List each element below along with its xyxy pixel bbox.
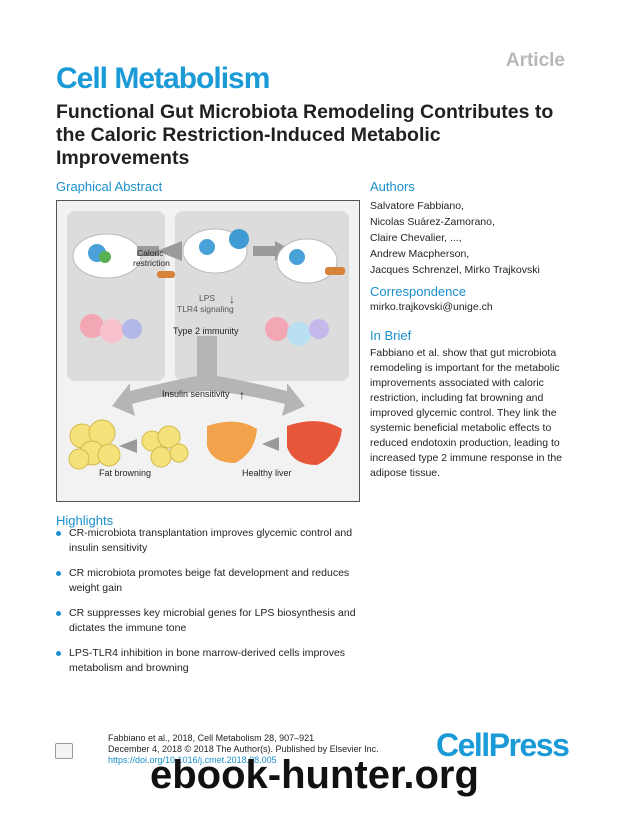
highlight-item: CR microbiota promotes beige fat develop…	[56, 566, 361, 596]
highlight-item: LPS-TLR4 inhibition in bone marrow-deriv…	[56, 646, 361, 676]
tissue-icon	[309, 319, 329, 339]
microbiota-icon	[289, 249, 305, 265]
healthy-liver-icon	[287, 421, 342, 465]
author-line: Claire Chevalier, ...,	[370, 232, 462, 244]
author-line: Salvatore Fabbiano,	[370, 200, 464, 212]
authors-heading: Authors	[370, 179, 415, 194]
bullet-icon	[56, 571, 61, 576]
tlr4-label: TLR4 signaling	[177, 304, 234, 314]
correspondence-heading: Correspondence	[370, 284, 467, 299]
arrow-icon	[262, 437, 279, 451]
bullet-icon	[56, 531, 61, 536]
highlight-item: CR suppresses key microbial genes for LP…	[56, 606, 361, 636]
author-line: Andrew Macpherson,	[370, 248, 470, 260]
journal-title: Cell Metabolism	[56, 62, 270, 95]
arrow-icon	[253, 246, 275, 256]
article-type-label: Article	[505, 50, 565, 71]
citation-date: December 4, 2018 © 2018 The Author(s). P…	[108, 744, 379, 754]
article-title: Functional Gut Microbiota Remodeling Con…	[56, 101, 554, 169]
type2-label: Type 2 immunity	[173, 326, 239, 336]
tissue-icon	[80, 314, 104, 338]
watermark-text: ebook-hunter.org	[150, 753, 479, 797]
arrow-icon	[137, 246, 159, 256]
caloric-label: Caloric	[137, 248, 164, 258]
graphical-abstract-figure: Caloric restriction LPS TLR4 signaling ↓…	[56, 200, 360, 502]
graphical-abstract-heading: Graphical Abstract	[56, 179, 163, 194]
bullet-icon	[56, 651, 61, 656]
branch-arrow-icon	[112, 336, 305, 416]
bullet-icon	[56, 611, 61, 616]
highlights-list: CR-microbiota transplantation improves g…	[56, 526, 361, 686]
up-arrow-icon: ↑	[239, 388, 245, 402]
mouse-icon	[276, 238, 338, 284]
arrow-icon	[119, 439, 137, 453]
highlights-heading: Highlights	[56, 513, 114, 528]
lps-label: LPS	[199, 293, 215, 303]
restriction-label: restriction	[133, 258, 170, 268]
microbiota-icon	[99, 251, 111, 263]
tissue-icon	[265, 317, 289, 341]
correspondence-email[interactable]: mirko.trajkovski@unige.ch	[370, 301, 493, 313]
microbiota-icon	[199, 239, 215, 255]
brown-fat-cells-icon	[141, 425, 189, 468]
citation-block: Fabbiano et al., 2018, Cell Metabolism 2…	[108, 733, 379, 766]
insulin-label: Insulin sensitivity	[162, 389, 230, 399]
crossmark-icon[interactable]	[55, 743, 73, 759]
microbiota-icon	[229, 229, 249, 249]
in-brief-text: Fabbiano et al. show that gut microbiota…	[370, 347, 563, 479]
healthy-liver-label: Healthy liver	[242, 468, 292, 478]
tissue-icon	[287, 322, 311, 346]
tissue-icon	[122, 319, 142, 339]
highlight-item: CR-microbiota transplantation improves g…	[56, 526, 361, 556]
authors-list: Salvatore Fabbiano, Nicolas Suárez-Zamor…	[370, 198, 590, 278]
tissue-icon	[100, 319, 124, 343]
food-icon	[325, 267, 345, 275]
liver-icon	[207, 421, 257, 463]
graphical-abstract-svg: Caloric restriction LPS TLR4 signaling ↓…	[67, 211, 349, 478]
cellpress-logo: CellPress	[436, 727, 570, 763]
fat-browning-label: Fat browning	[99, 468, 151, 478]
arrow-icon	[157, 241, 182, 261]
doi-link[interactable]: https://doi.org/10.1016/j.cmet.2018.08.0…	[108, 755, 277, 765]
in-brief-heading: In Brief	[370, 328, 412, 343]
author-line: Nicolas Suárez-Zamorano,	[370, 216, 495, 228]
food-icon	[157, 271, 175, 278]
author-line: Jacques Schrenzel, Mirko Trajkovski	[370, 264, 540, 276]
citation-line: Fabbiano et al., 2018, Cell Metabolism 2…	[108, 733, 315, 743]
down-arrow-icon: ↓	[229, 292, 235, 306]
fat-cells-icon	[68, 419, 121, 470]
